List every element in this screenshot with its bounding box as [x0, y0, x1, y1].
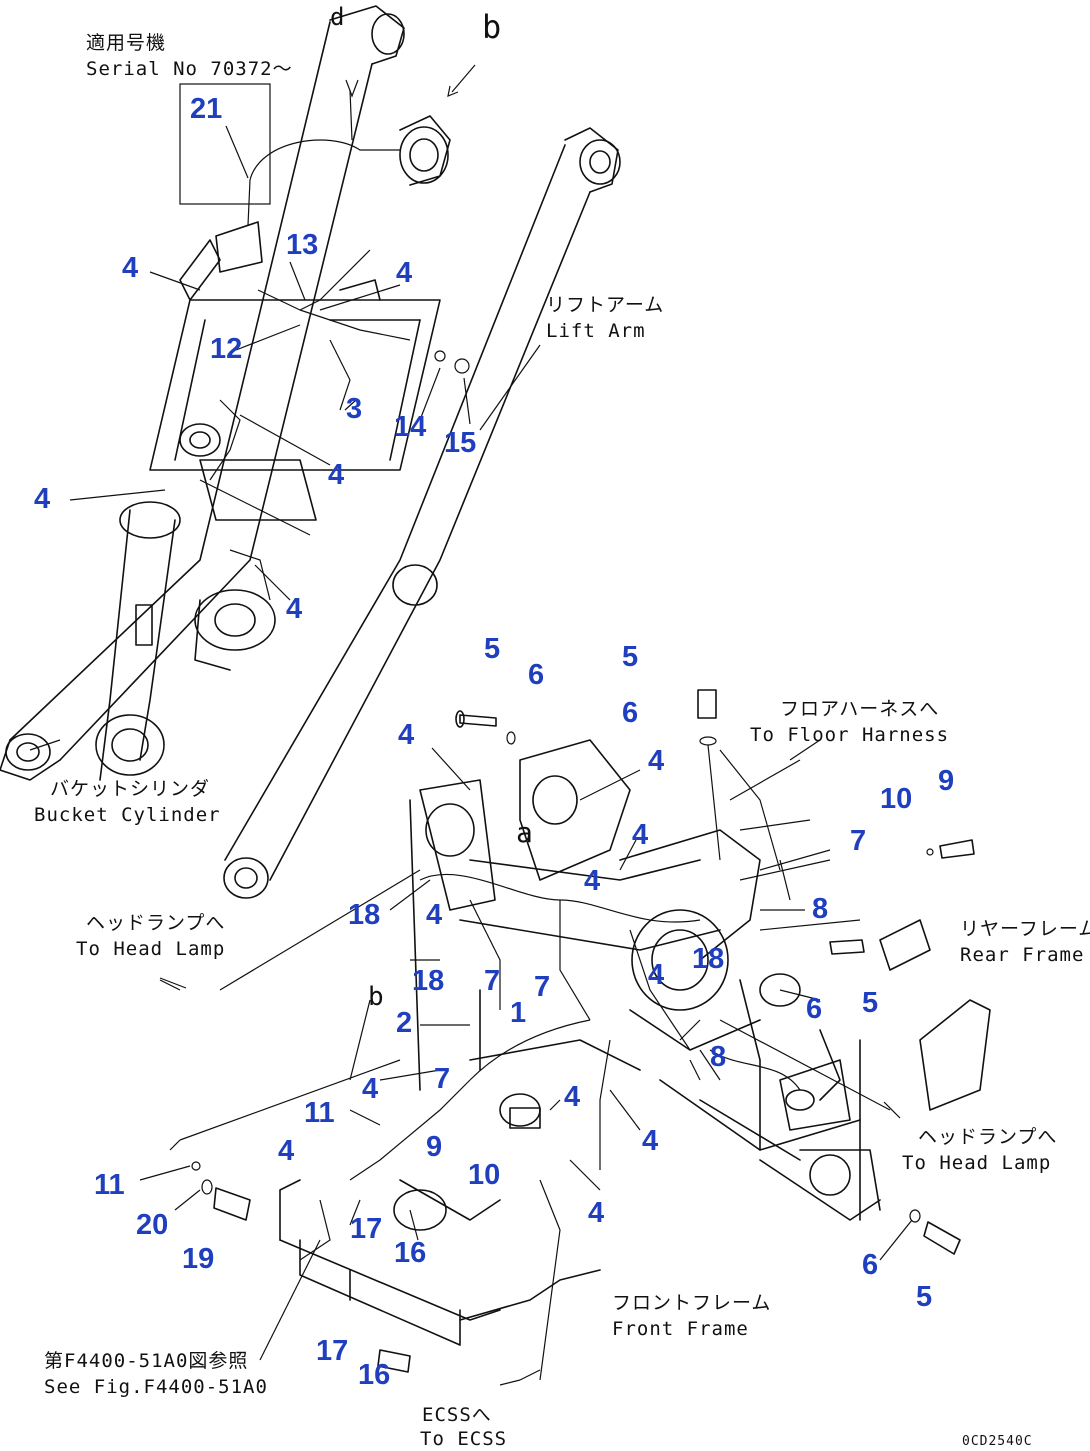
serial-note-jp: 適用号機	[86, 32, 167, 54]
bucket-cylinder-label-jp: バケットシリンダ	[50, 778, 211, 800]
callout-14: 14	[394, 411, 427, 443]
callout-18: 18	[692, 943, 725, 975]
callout-2: 2	[396, 1007, 413, 1039]
callout-4: 4	[398, 719, 415, 751]
callout-4: 4	[642, 1125, 659, 1157]
callout-13: 13	[286, 229, 319, 261]
callout-4: 4	[396, 257, 413, 289]
callout-15: 15	[444, 427, 477, 459]
lift-arm-harness	[199, 64, 476, 601]
callout-16: 16	[358, 1359, 391, 1391]
view-letter-a: a	[516, 816, 534, 849]
view-letter-b-mid: b	[368, 982, 385, 1012]
callout-4: 4	[648, 745, 665, 777]
callout-4: 4	[584, 865, 601, 897]
callout-8: 8	[710, 1041, 727, 1073]
callout-21: 21	[190, 93, 223, 125]
callout-4: 4	[362, 1073, 379, 1105]
see-fig-label-jp: 第F4400-51A0図参照	[44, 1350, 249, 1372]
head-lamp-right-label-jp: ヘッドランプへ	[918, 1126, 1058, 1148]
callout-4: 4	[426, 899, 443, 931]
serial-box	[179, 83, 271, 205]
callout-5: 5	[622, 641, 639, 673]
frame-harness	[159, 739, 901, 1381]
see-fig-label-en: See Fig.F4400-51A0	[44, 1376, 268, 1398]
rear-frame-label-en: Rear Frame	[960, 944, 1085, 966]
callout-17: 17	[316, 1335, 349, 1367]
serial-note-en: Serial No 70372～	[86, 58, 293, 80]
callout-6: 6	[806, 993, 823, 1025]
head-lamp-left-label-jp: ヘッドランプへ	[86, 912, 226, 934]
callout-4: 4	[648, 959, 665, 991]
callout-6: 6	[528, 659, 545, 691]
view-letter-b-top: b	[482, 8, 503, 46]
callout-7: 7	[434, 1063, 451, 1095]
callout-9: 9	[426, 1131, 443, 1163]
ecss-label-en: To ECSS	[420, 1428, 508, 1450]
view-letter-d: d	[330, 3, 346, 31]
callout-4: 4	[286, 593, 303, 625]
callout-4: 4	[632, 819, 649, 851]
left-lift-arm	[0, 5, 405, 781]
callout-5: 5	[484, 633, 501, 665]
leaders-bottom	[139, 747, 913, 1386]
callout-6: 6	[862, 1249, 879, 1281]
callout-7: 7	[850, 825, 867, 857]
callout-5: 5	[862, 987, 879, 1019]
callout-12: 12	[210, 333, 243, 365]
front-frame	[279, 739, 991, 1346]
head-lamp-right-label-en: To Head Lamp	[902, 1152, 1052, 1174]
rear-frame-label-jp: リヤーフレーム	[960, 918, 1090, 940]
callout-4: 4	[278, 1135, 295, 1167]
callout-11: 11	[304, 1097, 335, 1129]
lift-arm-label-jp: リフトアーム	[546, 294, 665, 316]
callout-18: 18	[412, 965, 445, 997]
crossbar-and-bucket-cylinder	[95, 221, 441, 781]
callout-10: 10	[468, 1159, 501, 1191]
right-lift-arm	[194, 115, 621, 899]
ecss-label-jp: ECSSへ	[422, 1404, 492, 1426]
callout-16: 16	[394, 1237, 427, 1269]
callout-20: 20	[136, 1209, 169, 1241]
callout-6: 6	[622, 697, 639, 729]
drawing-code: 0CD2540C	[962, 1434, 1033, 1449]
callout-8: 8	[812, 893, 829, 925]
fasteners	[191, 689, 975, 1373]
callout-17: 17	[350, 1213, 383, 1245]
callout-4: 4	[328, 459, 345, 491]
callout-7: 7	[534, 971, 551, 1003]
callout-4: 4	[588, 1197, 605, 1229]
callout-3: 3	[346, 393, 363, 425]
callout-4: 4	[564, 1081, 581, 1113]
floor-harness-label-jp: フロアハーネスへ	[780, 698, 940, 720]
front-frame-label-en: Front Frame	[612, 1318, 749, 1340]
callout-4: 4	[34, 483, 51, 515]
callout-7: 7	[484, 965, 501, 997]
callout-4: 4	[122, 252, 139, 284]
leaders-top	[29, 261, 541, 751]
callout-1: 1	[510, 997, 527, 1029]
callout-9: 9	[938, 765, 955, 797]
callout-19: 19	[182, 1243, 215, 1275]
callout-18: 18	[348, 899, 381, 931]
callout-5: 5	[916, 1281, 933, 1313]
bucket-cylinder-label-en: Bucket Cylinder	[34, 804, 221, 826]
front-frame-label-jp: フロントフレーム	[612, 1292, 772, 1314]
lift-arm-label-en: Lift Arm	[546, 320, 646, 342]
callout-11: 11	[94, 1169, 125, 1201]
floor-harness-label-en: To Floor Harness	[750, 724, 950, 746]
callout-10: 10	[880, 783, 913, 815]
head-lamp-left-label-en: To Head Lamp	[76, 938, 226, 960]
